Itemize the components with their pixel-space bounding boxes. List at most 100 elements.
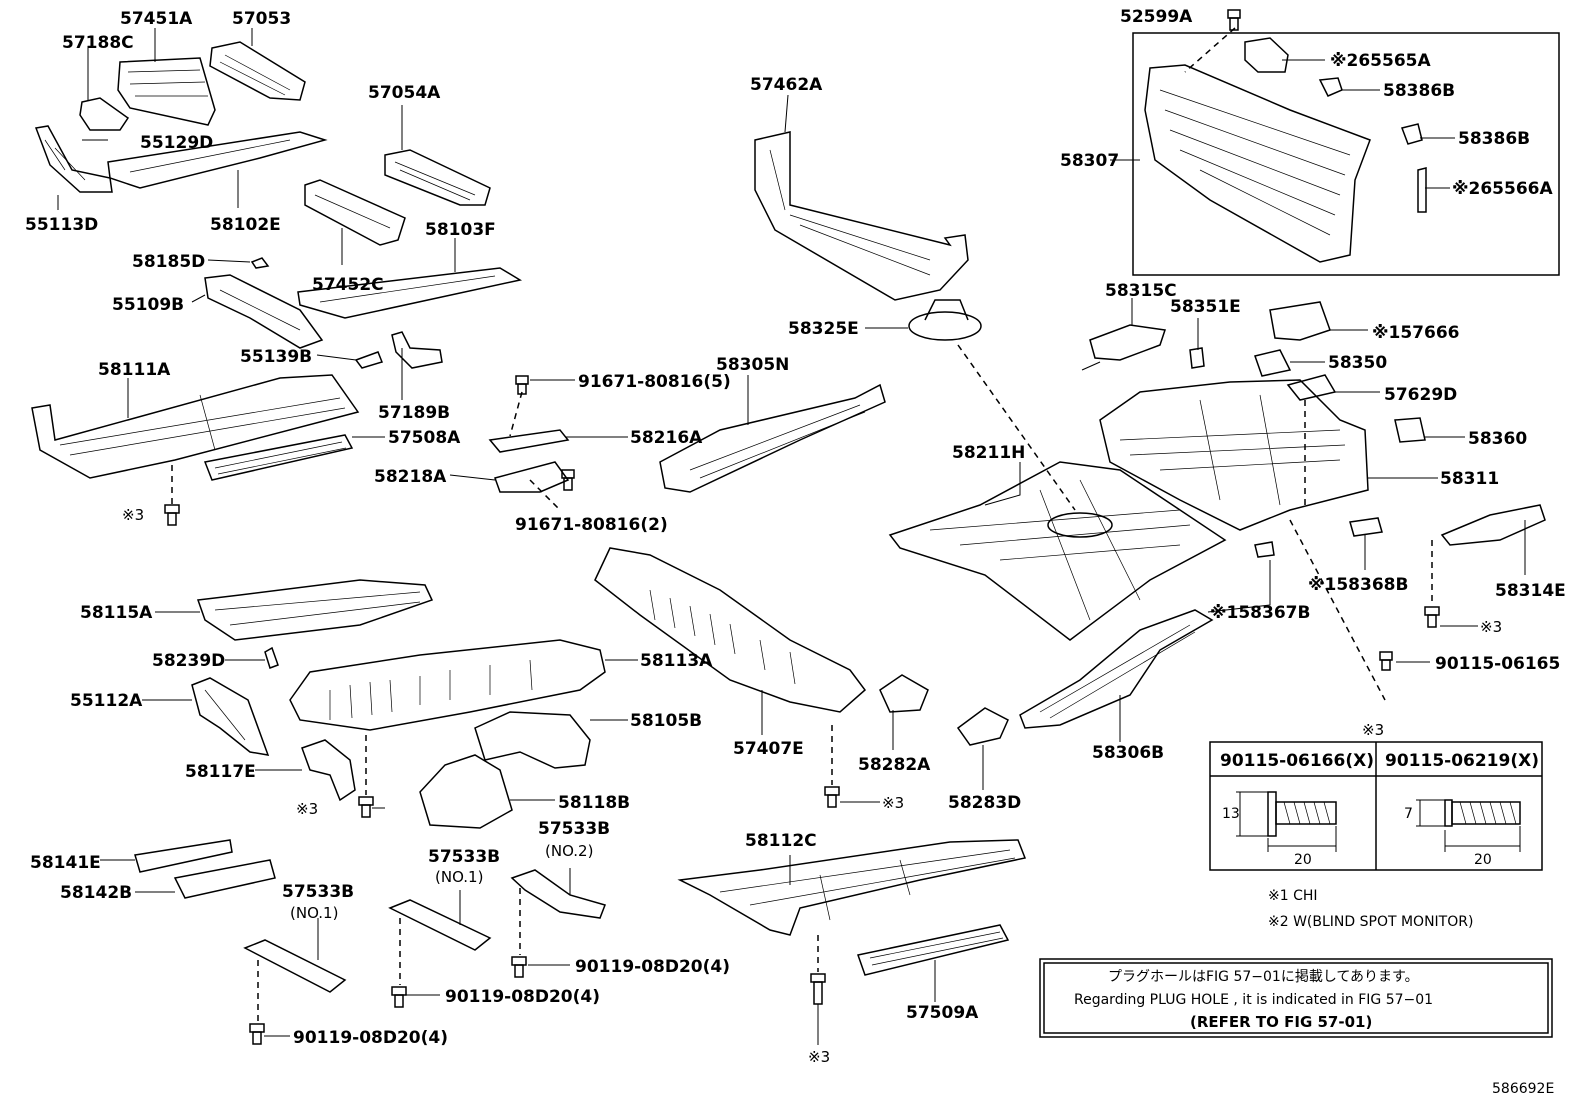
part-label[interactable]: 55139B [240,347,312,367]
part-label[interactable]: 58386B [1383,81,1455,101]
part-58103F-drawing [297,267,523,319]
screw-06166-length: 20 [1294,852,1312,868]
part-label[interactable]: 57053 [232,9,291,29]
part-58282A-drawing [879,674,929,713]
part-label[interactable]: ※158367B [1210,603,1310,623]
part-57509A-drawing [857,924,1010,976]
part-label[interactable]: 57054A [368,83,441,103]
part-label[interactable]: 58105B [630,711,702,731]
part-label[interactable]: 55109B [112,295,184,315]
part-label[interactable]: 57533B [282,882,354,902]
part-label[interactable]: 58185D [132,252,205,272]
part-label[interactable]: 58111A [98,360,171,380]
part-57189B-drawing [391,331,443,369]
part-label[interactable]: 58314E [1495,581,1566,601]
screw-table-col1-header: 90115-06166(X) [1220,751,1374,771]
part-label[interactable]: 57629D [1384,385,1457,405]
part-57188C-drawing [79,97,130,131]
part-label[interactable]: 52599A [1120,7,1193,27]
part-label[interactable]: ※265566A [1452,179,1553,199]
part-label[interactable]: 55112A [70,691,143,711]
part-55113D-drawing [34,125,113,193]
part-label[interactable]: 57188C [62,33,134,53]
part-label[interactable]: 55113D [25,215,98,235]
part-label[interactable]: 58315C [1105,281,1177,301]
part-label[interactable]: ※265565A [1330,51,1431,71]
bolt-icon [1379,651,1393,671]
part-58102E-drawing [107,131,328,189]
part-label[interactable]: 58325E [788,319,859,339]
diagram-id: 586692E [1492,1081,1554,1097]
note-chi: ※1 CHI [1268,888,1318,904]
part-58211H-drawing [888,461,1227,641]
part-58315C-drawing [1089,324,1166,361]
screw-06219-diagram: 7 20 [1404,799,1521,868]
part-sublabel: (NO.1) [435,868,483,886]
part-58105B-drawing [474,711,591,769]
part-label[interactable]: ※158368B [1308,575,1408,595]
bolt-icon [1424,606,1440,628]
part-label[interactable]: 58305N [716,355,789,375]
leader-52599A-dash [1184,27,1236,73]
part-57451A-drawing [117,57,216,126]
part-label[interactable]: 58283D [948,793,1021,813]
part-label[interactable]: 58113A [640,651,713,671]
part-label[interactable]: 57407E [733,739,804,759]
reference-line-refer[interactable]: (REFER TO FIG 57-01) [1190,1013,1372,1031]
part-label[interactable]: 57509A [906,1003,979,1023]
part-label[interactable]: 58239D [152,651,225,671]
part-label[interactable]: 58282A [858,755,931,775]
part-label[interactable]: 58102E [210,215,281,235]
part-label[interactable]: 57508A [388,428,461,448]
leader-lines [57,28,1526,1037]
screw-06219-length: 20 [1474,852,1492,868]
part-57462A-drawing [754,131,969,301]
part-label[interactable]: 57452C [312,275,384,295]
part-label[interactable]: 58350 [1328,353,1387,373]
part-label[interactable]: 57462A [750,75,823,95]
part-58218A-drawing [494,461,570,511]
bolt-icon [515,375,529,395]
part-label[interactable]: 58115A [80,603,153,623]
frame-58307 [1132,32,1560,276]
part-label[interactable]: 57533B [538,819,610,839]
part-label[interactable]: 58307 [1060,151,1119,171]
reference-line-en: Regarding PLUG HOLE , it is indicated in… [1074,992,1433,1008]
part-label[interactable]: 58103F [425,220,496,240]
part-label[interactable]: 55129D [140,133,213,153]
part-label[interactable]: 58386B [1458,129,1530,149]
part-label[interactable]: ※157666 [1372,323,1460,343]
part-label[interactable]: 91671-80816(2) [515,515,668,535]
leader-58325E-dash [957,344,1076,511]
part-label[interactable]: 58218A [374,467,447,487]
part-label[interactable]: 90115-06165 [1435,654,1560,674]
part-label[interactable]: 90119-08D20(4) [575,957,730,977]
part-58113A-drawing [289,639,606,731]
part-label[interactable]: 58216A [630,428,703,448]
part-label[interactable]: 58351E [1170,297,1241,317]
part-label[interactable]: 58141E [30,853,101,873]
part-label[interactable]: 57533B [428,847,500,867]
part-58325E-drawing [908,311,982,341]
part-58115A-drawing [196,579,434,641]
part-label[interactable]: 90119-08D20(4) [293,1028,448,1048]
reference-line-jp: プラグホールはFIG 57−01に掲載してあります。 [1108,969,1419,985]
part-label[interactable]: 58306B [1092,743,1164,763]
part-label[interactable]: 58142B [60,883,132,903]
part-label[interactable]: 58360 [1468,429,1527,449]
bolt-icon [561,469,575,491]
part-58325E-top [924,299,969,321]
part-label[interactable]: 57189B [378,403,450,423]
part-label[interactable]: 58311 [1440,469,1499,489]
leader-58311-bolt-dash [1289,519,1386,701]
part-label[interactable]: 57451A [120,9,193,29]
part-label[interactable]: 91671-80816(5) [578,372,731,392]
part-label[interactable]: 58117E [185,762,256,782]
part-label[interactable]: 90119-08D20(4) [445,987,600,1007]
part-label[interactable]: 58118B [558,793,630,813]
part-57533B-no1-b-drawing [388,899,492,951]
part-label[interactable]: 58112C [745,831,817,851]
part-58311-drawing [1099,379,1369,531]
part-label[interactable]: 58211H [952,443,1025,463]
